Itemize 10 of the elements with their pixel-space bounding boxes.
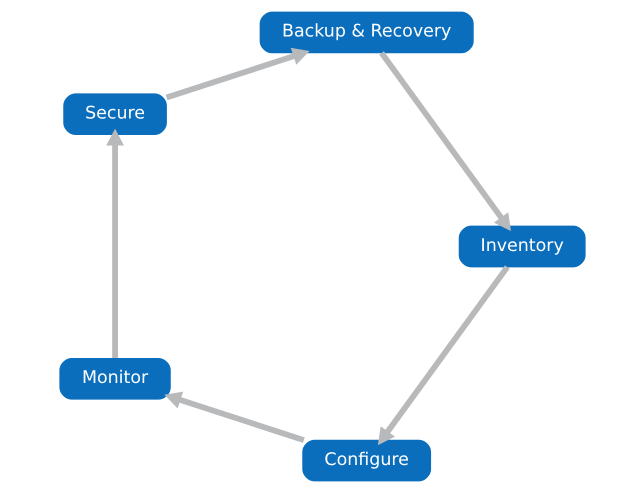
- arrow: [165, 48, 310, 100]
- node-box: Backup & Recovery: [259, 12, 474, 54]
- node-box: Secure: [62, 93, 166, 136]
- arrow: [164, 392, 304, 443]
- node-box: Inventory: [458, 226, 586, 268]
- node-box: Monitor: [58, 358, 170, 400]
- arrow: [106, 128, 124, 358]
- arrow: [377, 265, 510, 446]
- arrow: [378, 51, 510, 232]
- node-box: Configure: [302, 440, 431, 482]
